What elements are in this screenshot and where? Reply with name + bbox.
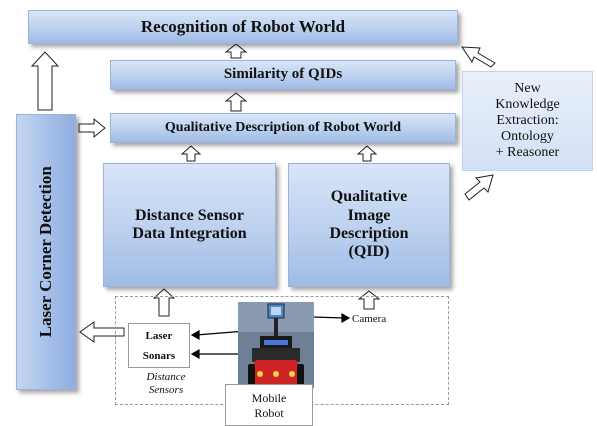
arrow-right-laser-to-qual [78, 117, 106, 139]
arrow-up-sim-to-rec [224, 43, 248, 59]
recognition-box: Recognition of Robot World [28, 10, 458, 44]
sonars-sensor-label: Sonars [142, 350, 176, 362]
distance-sensors-line-2: Sensors [148, 383, 184, 396]
qid-line-2: Image [347, 206, 391, 224]
new-knowledge-line-3: Extraction: [496, 112, 559, 128]
laser-corner-box: Laser Corner Detection [16, 114, 76, 390]
new-knowledge-line-2: Knowledge [495, 96, 560, 112]
new-knowledge-line-1: New [514, 80, 541, 96]
distance-sensors-line-1: Distance [146, 371, 186, 383]
qualitative-description-box: Qualitative Description of Robot World [110, 113, 456, 143]
arrow-up-qid-to-qual [356, 145, 378, 162]
camera-label: Camera [352, 313, 387, 325]
arrow-newknow-to-rec [461, 46, 496, 68]
similarity-box: Similarity of QIDs [110, 60, 456, 90]
mobile-robot-line-2: Robot [254, 406, 284, 420]
distance-integration-line-1: Distance Sensor [135, 206, 244, 224]
new-knowledge-line-5: + Reasoner [495, 145, 560, 161]
arrow-up-qual-to-sim [224, 92, 248, 112]
arrow-to-newknow [464, 174, 494, 201]
new-knowledge-box: New Knowledge Extraction: Ontology + Rea… [462, 71, 593, 171]
arrow-up-laser-to-rec [30, 51, 60, 111]
qid-box: Qualitative Image Description (QID) [288, 163, 450, 287]
distance-integration-line-2: Data Integration [132, 225, 247, 242]
mobile-robot-line-1: Mobile [251, 391, 287, 405]
similarity-label: Similarity of QIDs [223, 66, 343, 83]
mobile-robot-label: Mobile Robot [225, 384, 313, 426]
laser-corner-label: Laser Corner Detection [36, 166, 56, 338]
qid-line-4: (QID) [348, 243, 390, 261]
new-knowledge-line-4: Ontology [501, 129, 554, 145]
sensor-list: Laser Sonars [128, 323, 190, 368]
qid-line-3: Description [329, 225, 409, 242]
arrow-up-sensors-to-dist [152, 288, 176, 317]
distance-integration-box: Distance Sensor Data Integration [103, 163, 276, 287]
arrow-up-dist-to-qual [180, 145, 202, 162]
arrow-left-sensors-to-laser [79, 321, 125, 343]
distance-sensors-label: Distance Sensors [133, 371, 199, 396]
robot-photo [238, 302, 314, 388]
arrow-up-camera-to-qid [357, 290, 381, 310]
qid-line-1: Qualitative [330, 188, 408, 206]
qualitative-description-label: Qualitative Description of Robot World [164, 119, 402, 135]
recognition-label: Recognition of Robot World [140, 17, 346, 37]
laser-sensor-label: Laser [145, 330, 173, 342]
